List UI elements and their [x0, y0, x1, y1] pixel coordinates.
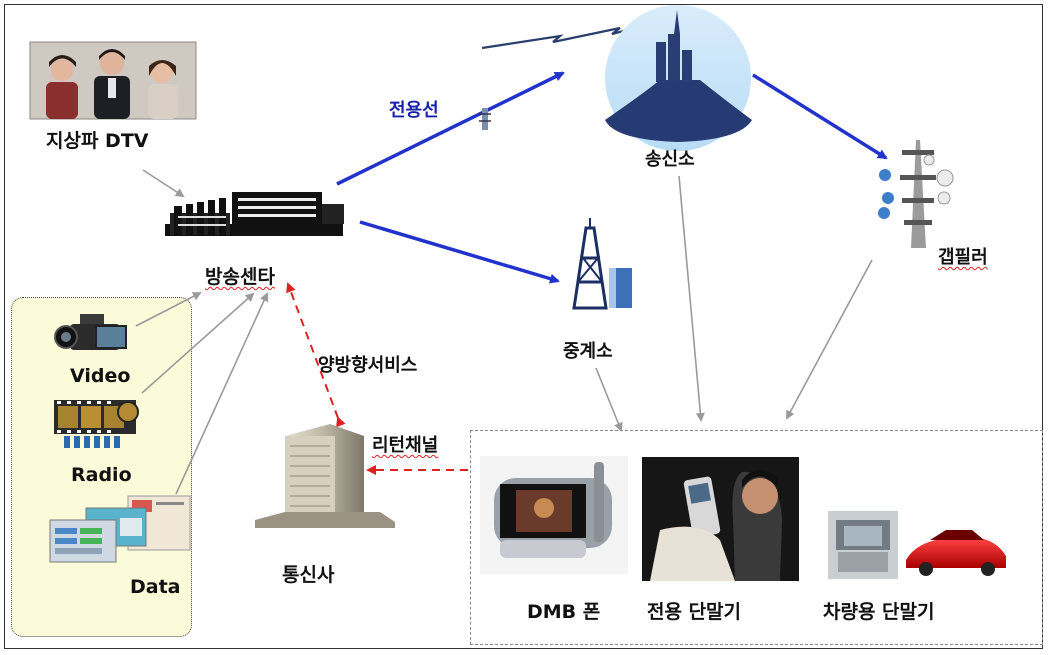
label-data: Data — [130, 576, 181, 598]
arrow-relay-to-terminals — [595, 367, 623, 432]
label-radio: Radio — [71, 464, 132, 486]
content-sources-panel — [11, 297, 192, 637]
label-transmitting-station: 송신소 — [645, 149, 695, 170]
label-telecom-operator: 통신사 — [282, 564, 335, 586]
camcorder-icon — [54, 314, 127, 350]
arrow-radio-to-center — [141, 292, 255, 394]
label-vehicle-terminal: 차량용 단말기 — [823, 601, 935, 623]
label-relay-station: 중계소 — [563, 341, 613, 362]
label-dedicated-terminal: 전용 단말기 — [647, 601, 742, 623]
car-terminal-icon — [828, 511, 1006, 579]
arrow-tv-to-center — [142, 169, 185, 198]
arrow-data-to-center — [175, 292, 269, 495]
tv-people-icon — [29, 41, 197, 120]
person-phone-icon — [642, 457, 799, 581]
relay-tower-icon — [572, 218, 632, 310]
antenna-icon — [479, 108, 491, 130]
arrow-gapfiller-to-terminals — [786, 259, 873, 420]
gap-filler-icon — [878, 140, 954, 248]
label-return-channel: 리턴채널 — [372, 435, 439, 456]
arrow-transmitter-to-terminals — [678, 175, 705, 422]
broadcast-building-icon — [165, 192, 344, 236]
arrow-center-to-transmitter — [336, 71, 565, 186]
label-two-way-service: 양방향서비스 — [318, 355, 418, 376]
terminals-panel — [470, 430, 1043, 645]
mountain-tower-icon — [605, 5, 752, 151]
label-dedicated-line: 전용선 — [389, 100, 439, 121]
arrow-center-to-relay — [359, 220, 560, 284]
arrow-transmitter-to-gapfiller — [752, 73, 888, 160]
label-terrestrial-dtv: 지상파 DTV — [46, 130, 149, 152]
diagram-frame — [4, 4, 1043, 649]
data-screens-icon — [49, 495, 191, 563]
office-building-icon — [255, 424, 395, 528]
dmb-phone-icon — [480, 456, 628, 574]
arrow-video-to-center — [135, 292, 202, 327]
lightning-signal-icon — [481, 20, 659, 50]
label-dmb-phone: DMB 폰 — [527, 601, 601, 623]
label-broadcast-center: 방송센타 — [205, 266, 275, 288]
label-video: Video — [70, 365, 131, 387]
label-gap-filler: 갭필러 — [938, 247, 988, 268]
film-reel-icon — [54, 400, 139, 448]
arrow-two-way-service — [286, 282, 346, 428]
